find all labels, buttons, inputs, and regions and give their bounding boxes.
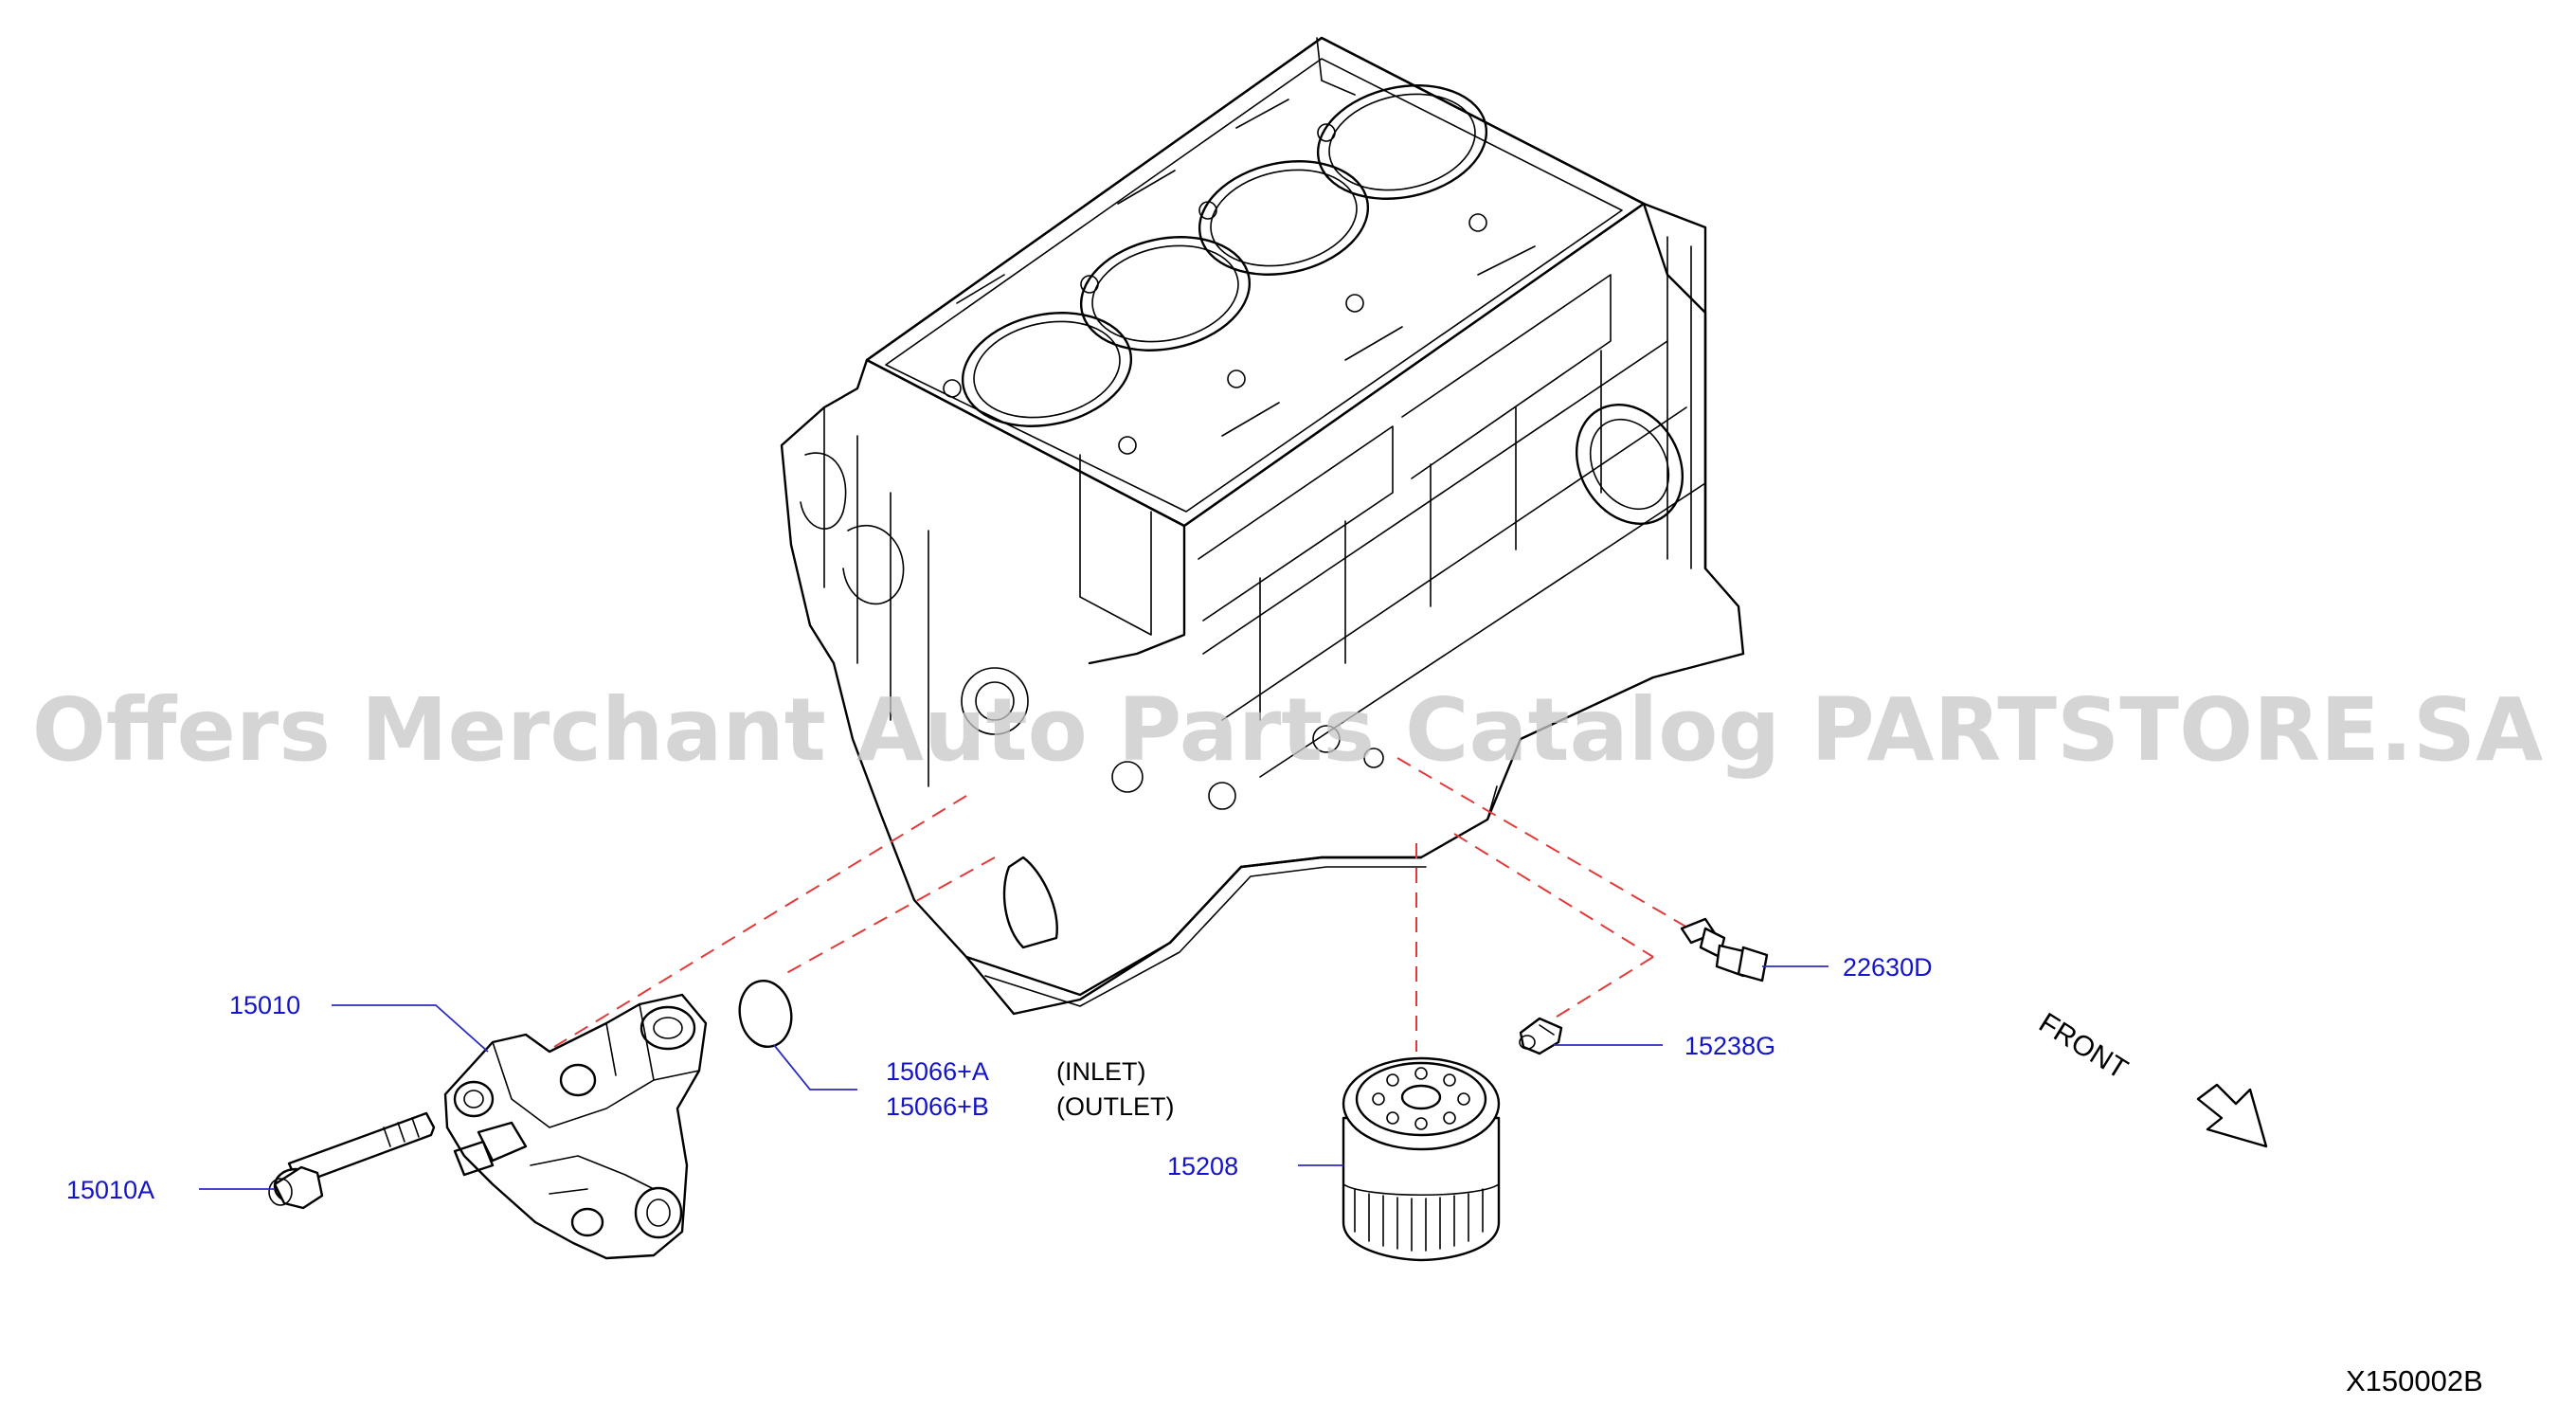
- part-number-15010[interactable]: 15010: [229, 991, 300, 1019]
- pump-bolt-illustration: [268, 1111, 436, 1210]
- front-arrow-icon: [2196, 1083, 2268, 1148]
- part-number-15208[interactable]: 15208: [1167, 1152, 1238, 1181]
- part-number-15066a[interactable]: 15066+A: [886, 1057, 989, 1086]
- diagram-code: X150002B: [2346, 1364, 2483, 1397]
- watermark: Offers Merchant Auto Parts Catalog PARTS…: [32, 679, 2544, 781]
- leader-lines: [199, 965, 1828, 1190]
- part-number-15238g[interactable]: 15238G: [1684, 1032, 1775, 1060]
- oil-pump-illustration: [443, 993, 708, 1260]
- assembly-dashed-lines: [553, 757, 1706, 1052]
- o-ring-illustration: [738, 980, 793, 1048]
- oil-filter-illustration: [1342, 1056, 1501, 1262]
- part-number-22630d[interactable]: 22630D: [1843, 953, 1933, 982]
- part-number-15066b[interactable]: 15066+B: [886, 1092, 989, 1121]
- engine-block-illustration: [780, 36, 1745, 1016]
- sensor-illustration: [1680, 917, 1769, 982]
- part-labels: 15010 15010A 15066+A (INLET) 15066+B (OU…: [66, 953, 1933, 1204]
- part-note-outlet: (OUTLET): [1056, 1092, 1175, 1121]
- front-label: FRONT: [2033, 1007, 2133, 1086]
- part-note-inlet: (INLET): [1056, 1057, 1146, 1086]
- plug-illustration: [1519, 1017, 1563, 1055]
- part-number-15010a[interactable]: 15010A: [66, 1176, 154, 1204]
